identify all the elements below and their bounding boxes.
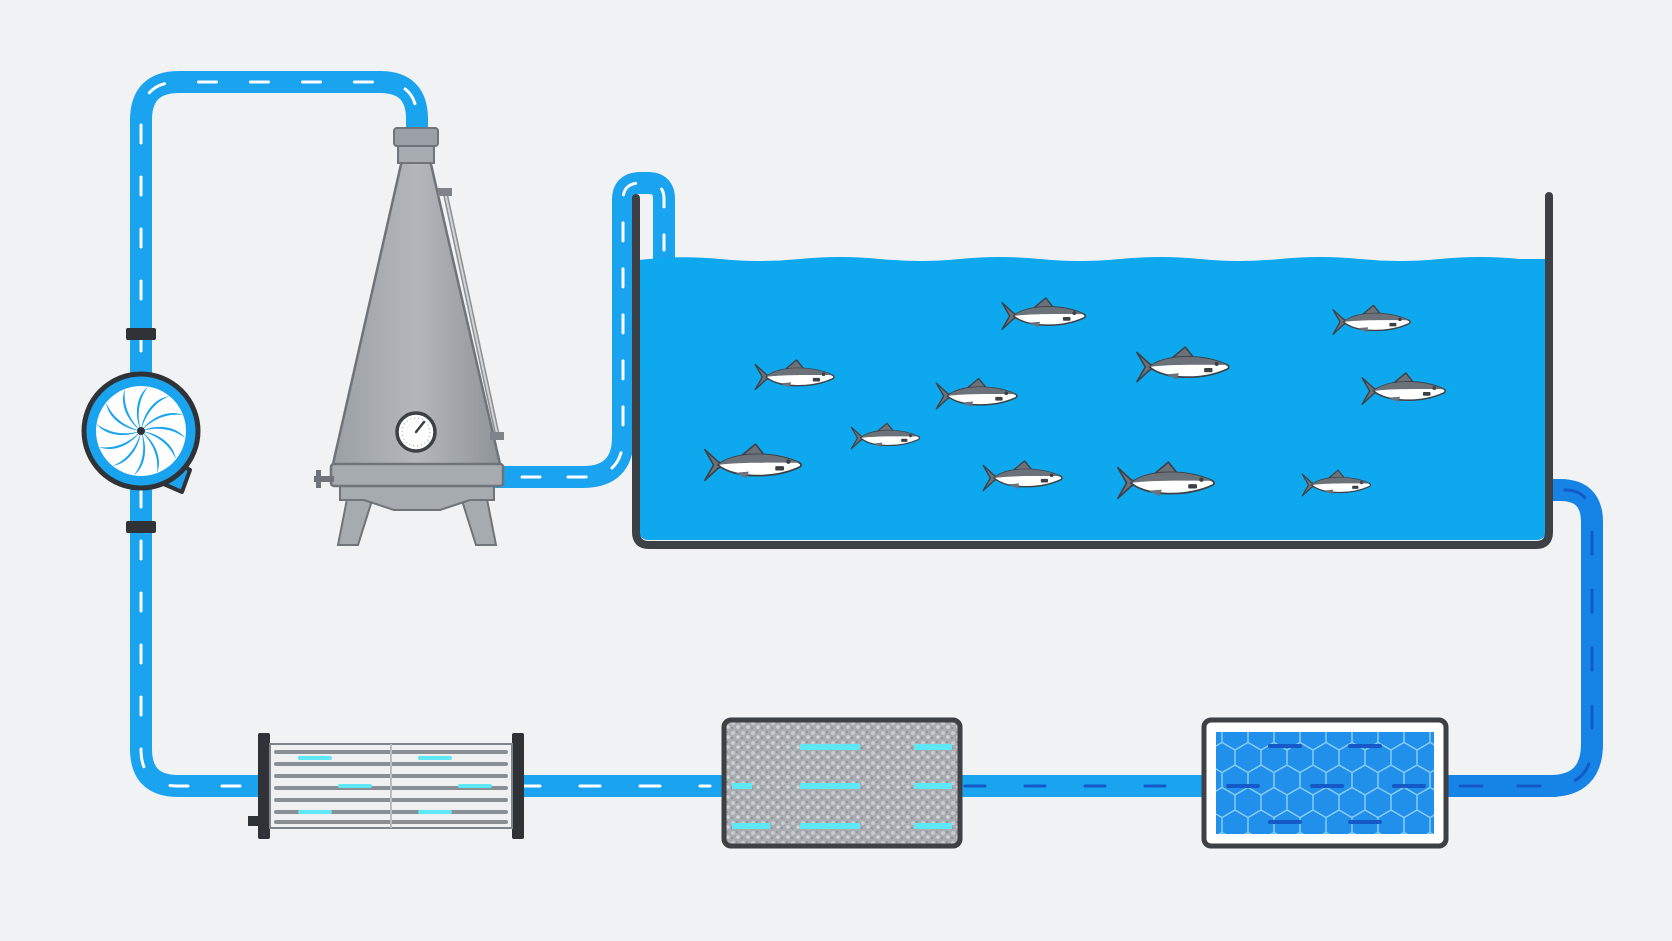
pump-icon <box>81 328 201 533</box>
uv-sterilizer-icon <box>248 733 524 839</box>
tank-wall <box>632 192 1553 549</box>
mechanical-filter-icon <box>721 717 963 849</box>
tank-water <box>639 257 1546 540</box>
oxygen-cone-icon <box>314 127 505 546</box>
fish-tank <box>632 192 1553 549</box>
biofilter-icon <box>1201 717 1449 849</box>
